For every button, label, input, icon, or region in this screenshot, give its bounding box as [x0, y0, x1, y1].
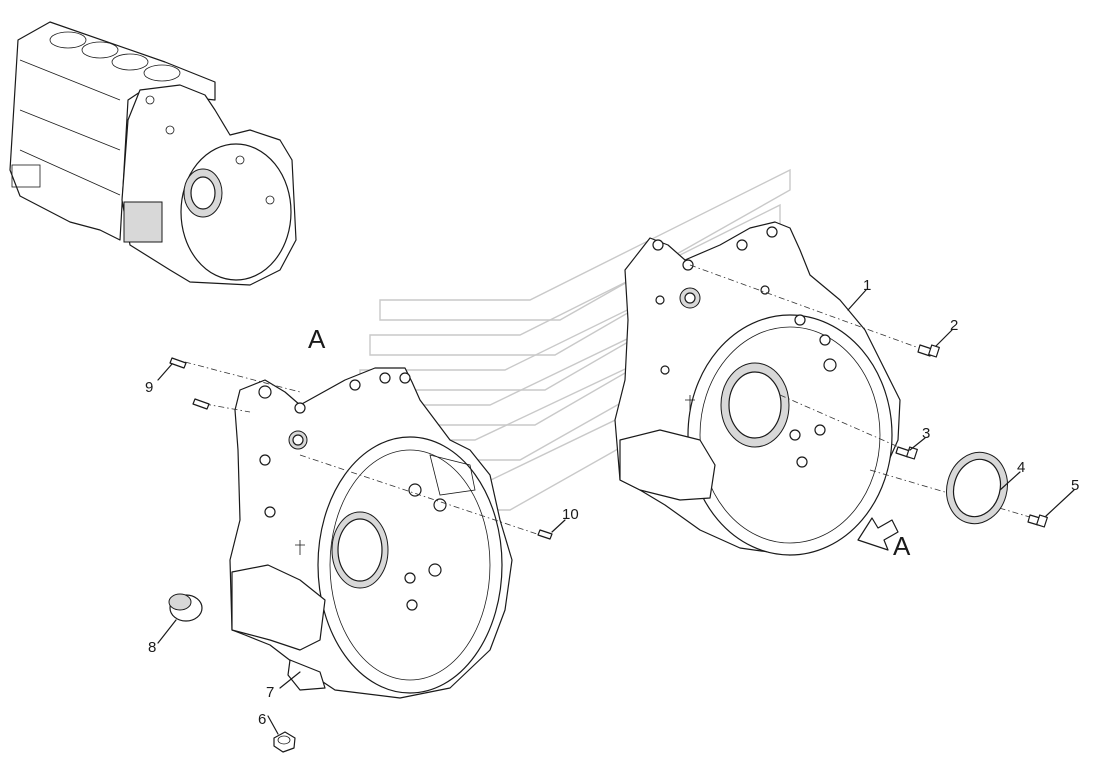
- seal-part-4: [946, 451, 1008, 525]
- callout-4: 4: [1017, 459, 1025, 476]
- pin-part-10: [537, 529, 553, 540]
- view-label-top: A: [308, 324, 326, 354]
- view-label-arrow: A: [893, 531, 911, 561]
- plug-part-8: [168, 593, 203, 622]
- bolt-part-3: [895, 446, 918, 460]
- callout-5: 5: [1071, 477, 1079, 494]
- callout-6: 6: [258, 711, 266, 728]
- bolt-part-2: [917, 344, 940, 358]
- flywheel-housing-front: [229, 367, 513, 699]
- bolt-part-5: [1027, 514, 1048, 528]
- callout-3: 3: [922, 425, 930, 442]
- view-direction-arrow: [857, 517, 899, 551]
- callout-7: 7: [266, 684, 274, 701]
- small-parts: [168, 344, 1048, 753]
- callout-10: 10: [562, 506, 579, 523]
- callout-2: 2: [950, 317, 958, 334]
- callout-8: 8: [148, 639, 156, 656]
- callout-9: 9: [145, 379, 153, 396]
- stud-part-9: [169, 357, 210, 410]
- assembly-axes: [184, 264, 1041, 536]
- engine-block-overview: [9, 21, 297, 286]
- callout-1: 1: [863, 277, 871, 294]
- flywheel-housing-rear: [614, 221, 901, 556]
- drain-plug-part-6: [273, 731, 296, 753]
- leader-lines: [157, 289, 1075, 735]
